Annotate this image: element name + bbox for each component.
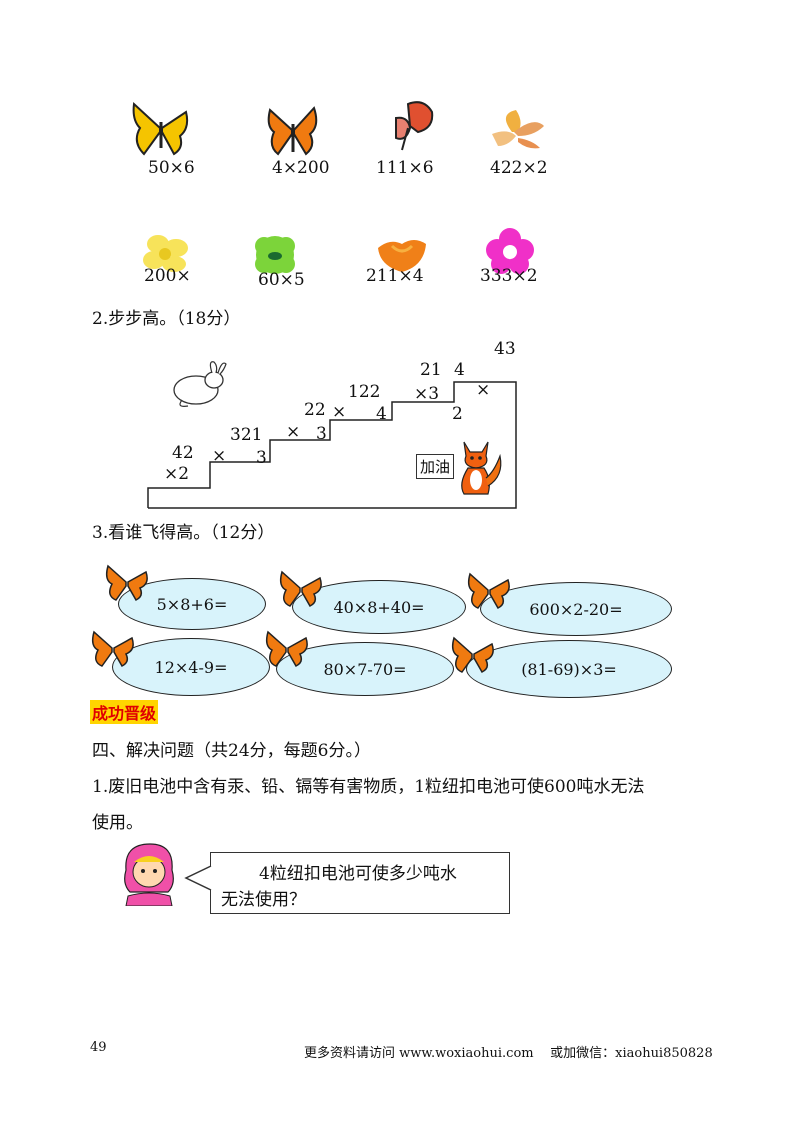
yellow-flower-icon bbox=[143, 235, 188, 272]
step-label: 3 bbox=[256, 448, 267, 468]
cheer-sign: 加油 bbox=[416, 454, 455, 479]
section-2-title: 2.步步高。（18分） bbox=[92, 309, 241, 329]
speech-bubble: 4粒纽扣电池可使多少吨水 无法使用？ bbox=[210, 852, 510, 914]
expression-text: 40×8+40= bbox=[333, 597, 425, 617]
green-flower-icon bbox=[255, 236, 295, 274]
section-4-title: 四、解决问题（共24分，每题6分。） bbox=[92, 741, 371, 761]
orange-butterfly-icon bbox=[451, 636, 494, 673]
step-label: 43 bbox=[494, 339, 516, 359]
level-up-badge: 成功晋级 bbox=[90, 700, 159, 724]
step-label: 2 bbox=[452, 404, 463, 424]
orange-butterfly-icon bbox=[91, 630, 134, 667]
step-label: 321 bbox=[230, 425, 263, 445]
expression-bubble[interactable]: 80×7-70= bbox=[276, 642, 454, 696]
step-label: 4 bbox=[454, 360, 465, 380]
multiply-expr: 60×5 bbox=[258, 270, 305, 290]
multiply-expr: 50×6 bbox=[148, 158, 195, 178]
expression-bubble[interactable]: 12×4-9= bbox=[112, 638, 270, 696]
yellow-butterfly-icon bbox=[132, 101, 189, 156]
orange-butterfly-icon bbox=[467, 572, 510, 609]
orange-butterfly-icon bbox=[265, 630, 308, 667]
expression-bubble[interactable]: (81-69)×3= bbox=[466, 640, 672, 698]
speech-line-1: 4粒纽扣电池可使多少吨水 bbox=[259, 864, 457, 884]
step-label: × bbox=[286, 422, 301, 442]
expression-text: 5×8+6= bbox=[156, 594, 228, 614]
girl-icon bbox=[124, 843, 174, 906]
pink-flower-icon bbox=[486, 228, 534, 274]
multiply-expr: 111×6 bbox=[376, 158, 434, 178]
step-label: 3 bbox=[316, 424, 327, 444]
speech-line-2: 无法使用？ bbox=[221, 890, 306, 910]
multiply-expr: 211×4 bbox=[366, 266, 424, 286]
rabbit-icon bbox=[173, 361, 227, 407]
question-1-line-1: 1.废旧电池中含有汞、铅、镉等有害物质，1粒纽扣电池可使600吨水无法 bbox=[92, 777, 645, 797]
orange-butterfly-icon bbox=[105, 564, 148, 601]
step-label: ×2 bbox=[164, 464, 190, 484]
fox-icon bbox=[461, 441, 502, 495]
staircase-diagram bbox=[147, 381, 517, 509]
red-butterfly-icon bbox=[395, 101, 434, 151]
expression-text: 600×2-20= bbox=[529, 599, 623, 619]
step-label: 22 bbox=[304, 400, 326, 420]
orange-flower-icon bbox=[378, 240, 426, 272]
page-number: 49 bbox=[90, 1040, 107, 1055]
orange-butterfly-icon bbox=[279, 570, 322, 607]
step-label: 4 bbox=[376, 404, 387, 424]
multiply-expr: 200× bbox=[144, 266, 191, 286]
expression-bubble[interactable]: 5×8+6= bbox=[118, 578, 266, 630]
footer-note: 更多资料请访问 www.woxiaohui.com 或加微信：xiaohui85… bbox=[304, 1046, 713, 1061]
section-3-title: 3.看谁飞得高。（12分） bbox=[92, 523, 275, 543]
expression-bubble[interactable]: 40×8+40= bbox=[292, 580, 466, 634]
step-label: ×3 bbox=[414, 384, 440, 404]
multiply-expr: 333×2 bbox=[480, 266, 538, 286]
step-label: 42 bbox=[172, 443, 194, 463]
step-label: × bbox=[476, 380, 491, 400]
step-label: × bbox=[212, 446, 227, 466]
step-label: 21 bbox=[420, 360, 442, 380]
orange-butterfly-icon bbox=[267, 106, 318, 156]
golden-butterfly-icon bbox=[492, 110, 544, 149]
question-1-line-2: 使用。 bbox=[92, 813, 143, 833]
expression-bubble[interactable]: 600×2-20= bbox=[480, 582, 672, 636]
speech-tail bbox=[184, 865, 212, 891]
expression-text: 12×4-9= bbox=[154, 657, 228, 677]
step-label: × bbox=[332, 402, 347, 422]
expression-text: (81-69)×3= bbox=[521, 659, 617, 679]
expression-text: 80×7-70= bbox=[323, 659, 407, 679]
step-label: 122 bbox=[348, 382, 381, 402]
multiply-expr: 422×2 bbox=[490, 158, 548, 178]
multiply-expr: 4×200 bbox=[272, 158, 330, 178]
